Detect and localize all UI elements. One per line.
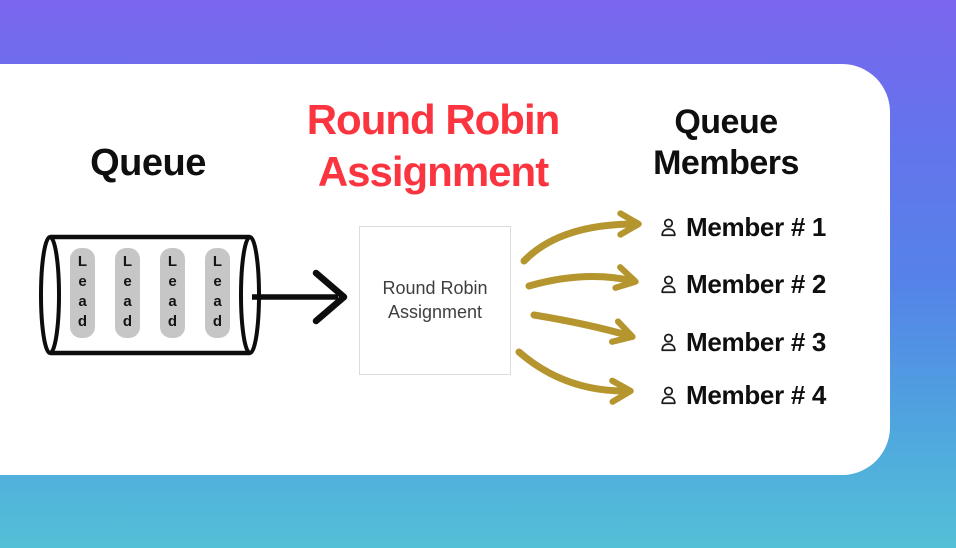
round-robin-node: Round Robin Assignment [359,226,511,375]
flow-arrow-icon [252,269,348,325]
main-title: Round Robin Assignment [285,94,581,198]
arrow-to-member-2 [525,264,639,291]
arrow-to-member-4 [515,348,634,405]
member-label: Member # 1 [686,211,827,242]
member-label: Member # 4 [686,379,827,410]
main-title-line2: Assignment [317,148,549,196]
member-row: Member # 3 [658,325,826,359]
member-label: Member # 2 [686,268,827,299]
main-title-line1: Round Robin [306,96,561,143]
member-row: Member # 1 [658,210,826,244]
lead-pill: Lead [205,248,230,338]
person-icon [661,333,676,351]
member-row: Member # 4 [658,378,826,412]
arrow-to-member-3 [530,311,636,345]
person-icon [661,386,676,404]
member-row: Member # 2 [658,267,826,301]
members-heading: Queue Members [628,102,824,185]
person-icon [661,275,676,293]
person-icon [661,218,676,236]
distribution-arrows [515,210,642,405]
lead-pill: Lead [160,248,185,338]
round-robin-node-line1: Round Robin [382,278,488,299]
lead-pill: Lead [115,248,140,338]
members-heading-line1: Queue [674,103,778,141]
queue-heading: Queue [90,142,206,184]
members-heading-line2: Members [653,144,799,183]
arrow-to-member-1 [520,210,642,265]
lead-pill: Lead [70,248,95,338]
member-label: Member # 3 [686,326,827,357]
round-robin-node-line2: Assignment [387,301,483,322]
